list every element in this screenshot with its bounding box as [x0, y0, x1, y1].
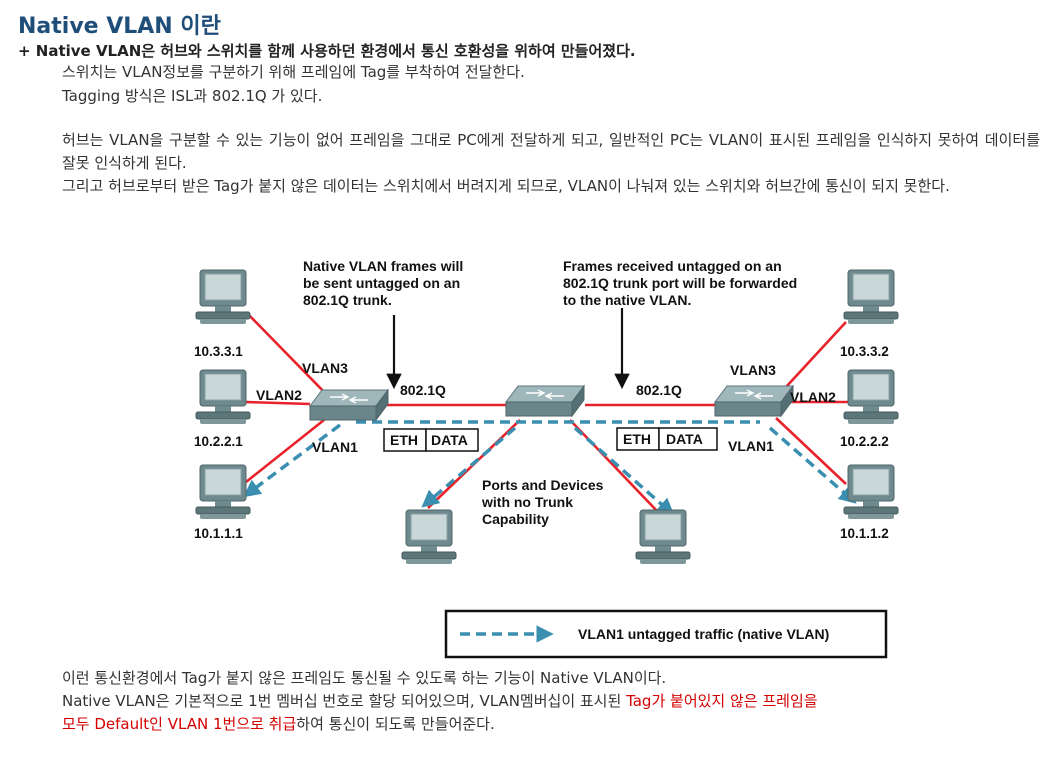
pc-right-mid — [843, 369, 899, 425]
note-center-3: Capability — [482, 511, 549, 527]
trunk-right: 802.1Q — [636, 382, 682, 398]
bottom-line-1: 이런 통신환경에서 Tag가 붙지 않은 프레임도 통신될 수 있도록 하는 기… — [62, 669, 667, 687]
pc-left-top — [195, 269, 251, 325]
vlan3-left: VLAN3 — [302, 360, 348, 376]
ip-right-mid: 10.2.2.2 — [840, 434, 889, 449]
note-center-1: Ports and Devices — [482, 477, 604, 493]
pc-hub-right — [635, 509, 691, 565]
intro-line-1: 스위치는 VLAN정보를 구분하기 위해 프레임에 Tag를 부착하여 전달한다… — [62, 63, 525, 81]
paragraph-switch: 그리고 허브로부터 받은 Tag가 붙지 않은 데이터는 스위치에서 버려지게 … — [62, 177, 950, 195]
frame-right-data: DATA — [666, 431, 703, 447]
note-left-2: be sent untagged on an — [303, 275, 460, 291]
pc-hub-left — [401, 509, 457, 565]
page-title: Native VLAN 이란 — [18, 14, 221, 39]
switch-left — [309, 389, 389, 421]
pc-right-top — [843, 269, 899, 325]
bottom-line-2-plain: Native VLAN은 기본적으로 1번 멤버십 번호로 할당 되어있으며, … — [62, 692, 627, 710]
vlan1-left: VLAN1 — [312, 439, 358, 455]
ip-right-top: 10.3.3.2 — [840, 344, 889, 359]
ip-right-bot: 10.1.1.2 — [840, 526, 889, 541]
intro-line-2: Tagging 방식은 ISL과 802.1Q 가 있다. — [62, 87, 323, 105]
legend-label: VLAN1 untagged traffic (native VLAN) — [578, 626, 829, 642]
bottom-line-2-highlight: Tag가 붙어있지 않은 프레임을 — [626, 692, 818, 710]
bottom-line-3-highlight: 모두 Default인 VLAN 1번으로 취급 — [62, 715, 297, 733]
pc-right-bot — [843, 464, 899, 520]
switch-right — [714, 385, 794, 417]
ip-left-bot: 10.1.1.1 — [194, 526, 243, 541]
frame-left: ETH DATA — [383, 428, 479, 452]
pc-left-bot — [195, 464, 251, 520]
note-center-2: with no Trunk — [481, 494, 573, 510]
trunk-left: 802.1Q — [400, 382, 446, 398]
subheading: + Native VLAN은 허브와 스위치를 함께 사용하던 환경에서 통신 … — [18, 42, 636, 60]
bottom-line-3: 모두 Default인 VLAN 1번으로 취급하여 통신이 되도록 만들어준다… — [62, 714, 495, 734]
frame-right-eth: ETH — [623, 431, 651, 447]
note-right-3: to the native VLAN. — [563, 292, 691, 308]
note-left-1: Native VLAN frames will — [303, 258, 463, 274]
bottom-line-3-plain: 하여 통신이 되도록 만들어준다. — [296, 715, 495, 733]
ip-left-top: 10.3.3.1 — [194, 344, 243, 359]
frame-right: ETH DATA — [616, 427, 718, 451]
note-right-2: 802.1Q trunk port will be forwarded — [563, 275, 797, 291]
hub-center — [505, 385, 585, 417]
legend: VLAN1 untagged traffic (native VLAN) — [444, 609, 888, 659]
native-vlan-diagram: Native VLAN frames will be sent untagged… — [194, 258, 899, 659]
ip-left-mid: 10.2.2.1 — [194, 434, 243, 449]
native-vlan-path — [242, 420, 857, 516]
vlan2-left: VLAN2 — [256, 387, 302, 403]
note-right-1: Frames received untagged on an — [563, 258, 782, 274]
frame-left-eth: ETH — [390, 432, 418, 448]
vlan3-right: VLAN3 — [730, 362, 776, 378]
bottom-line-2: Native VLAN은 기본적으로 1번 멤버십 번호로 할당 되어있으며, … — [62, 691, 818, 711]
frame-left-data: DATA — [431, 432, 468, 448]
vlan1-right: VLAN1 — [728, 438, 774, 454]
vlan2-right: VLAN2 — [790, 389, 836, 405]
pc-left-mid — [195, 369, 251, 425]
paragraph-hub: 허브는 VLAN을 구분할 수 있는 기능이 없어 프레임을 그대로 PC에게 … — [62, 131, 1040, 172]
annotation-arrows — [386, 308, 630, 390]
note-left-3: 802.1Q trunk. — [303, 292, 392, 308]
